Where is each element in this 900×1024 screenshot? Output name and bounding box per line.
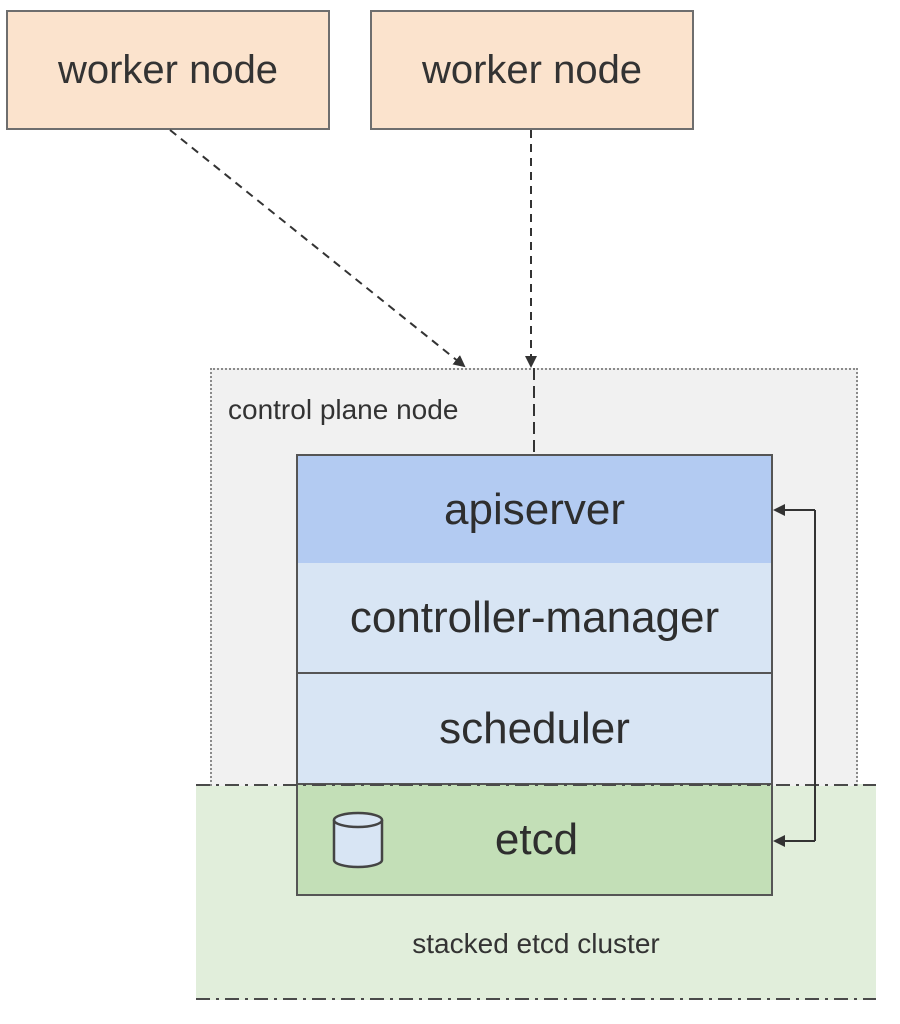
worker-1-connection xyxy=(169,129,466,368)
apiserver-box: apiserver xyxy=(296,454,773,565)
controller-manager-box: controller-manager xyxy=(296,563,773,674)
control-plane-node-label: control plane node xyxy=(228,394,459,425)
database-cylinder-icon xyxy=(332,811,384,869)
etcd-box: etcd xyxy=(296,785,773,896)
stacked-etcd-cluster-label: stacked etcd cluster xyxy=(412,928,660,959)
scheduler-label: scheduler xyxy=(439,703,630,753)
scheduler-box: scheduler xyxy=(296,674,773,785)
worker-node-1: worker node xyxy=(6,10,330,130)
worker-node-2: worker node xyxy=(370,10,694,130)
etcd-label: etcd xyxy=(494,814,579,864)
controller-manager-label: controller-manager xyxy=(349,592,720,642)
apiserver-label: apiserver xyxy=(444,484,625,534)
